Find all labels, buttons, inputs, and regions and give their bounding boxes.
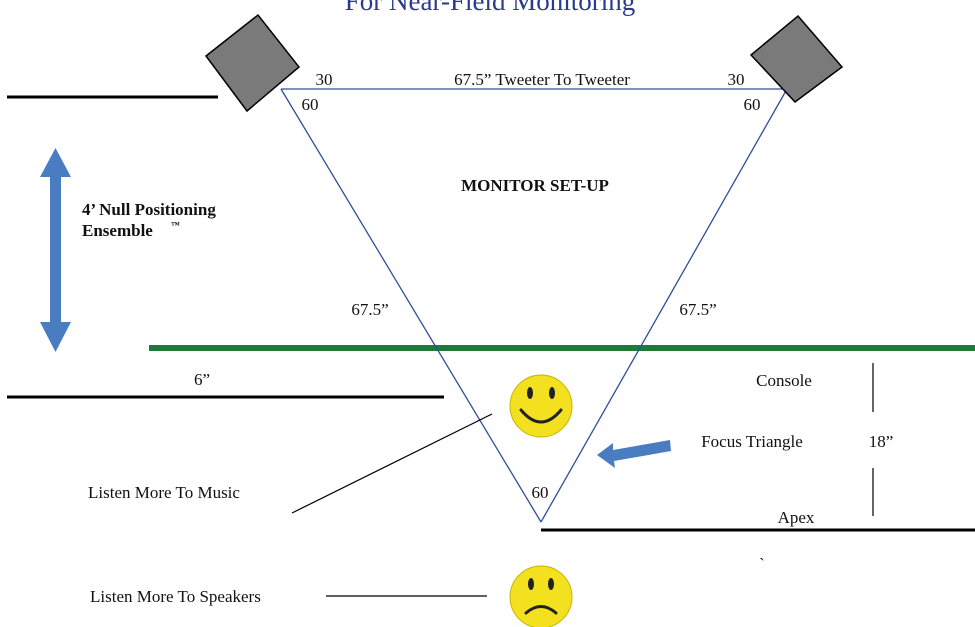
tweeter-distance-label: 67.5” Tweeter To Tweeter (454, 70, 630, 89)
angle-top-right-inner: 60 (744, 95, 761, 114)
trademark-mark: ™ (171, 220, 180, 230)
left-side-length: 67.5” (351, 300, 388, 319)
six-inch-label: 6” (194, 370, 210, 389)
double-arrow-vertical-icon (40, 148, 71, 352)
eighteen-inch-label: 18” (869, 432, 894, 451)
speaker-right-icon (749, 14, 844, 104)
triangle-right-side (540, 88, 788, 523)
angle-top-left-outer: 30 (316, 70, 333, 89)
music-pointer-line (291, 413, 493, 514)
center-label: MONITOR SET-UP (461, 176, 609, 195)
arrow-left-icon (597, 440, 671, 468)
apex-label: Apex (778, 508, 815, 527)
null-positioning-line1: 4’ Null Positioning (82, 200, 216, 219)
angle-top-right-outer: 30 (728, 70, 745, 89)
tick-mark: ` (759, 555, 765, 574)
angle-apex: 60 (532, 483, 549, 502)
monitor-triangle (280, 88, 788, 523)
right-side-length: 67.5” (679, 300, 716, 319)
diagram-title: For Near-Field Monitoring (345, 0, 635, 16)
console-label: Console (756, 371, 812, 390)
null-positioning-line2: Ensemble (82, 221, 153, 240)
listen-music-label: Listen More To Music (88, 483, 240, 502)
listen-speakers-label: Listen More To Speakers (90, 587, 261, 606)
smiley-happy-icon (509, 374, 573, 438)
focus-triangle-label: Focus Triangle (701, 432, 803, 451)
triangle-left-side (280, 88, 542, 523)
angle-top-left-inner: 60 (302, 95, 319, 114)
speaker-left-icon (204, 13, 301, 113)
smiley-sad-icon (509, 565, 573, 627)
